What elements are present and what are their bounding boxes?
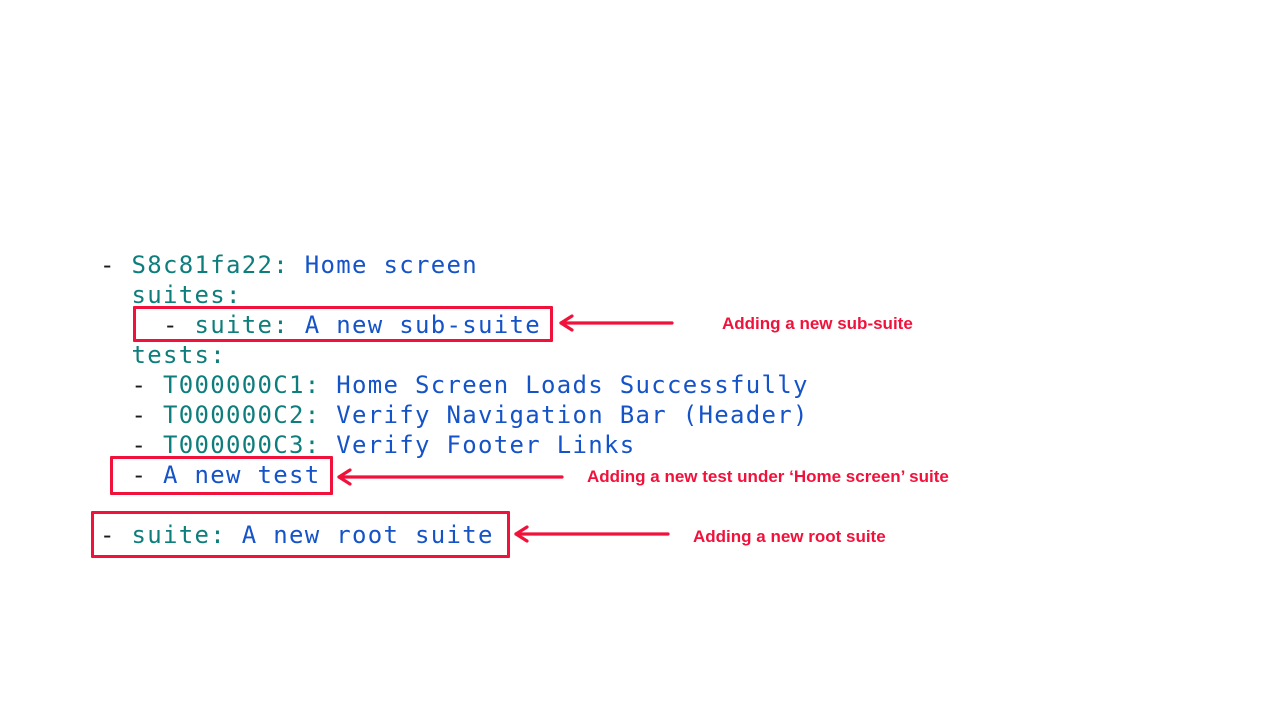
yaml-segment-key: T000000C2: (163, 401, 321, 429)
yaml-segment-key: suites: (131, 281, 242, 309)
yaml-segment-dash: - (100, 401, 163, 429)
yaml-segment-key: T000000C1: (163, 371, 321, 399)
highlight-box-new-test (110, 456, 333, 495)
highlight-box-root-suite (91, 511, 510, 558)
yaml-line: - A new test (100, 460, 809, 490)
yaml-segment-dash: - (100, 521, 132, 549)
yaml-line: - suite: A new root suite (100, 520, 809, 550)
yaml-segment-dash: - (100, 371, 163, 399)
yaml-segment-value: A new test (163, 461, 321, 489)
yaml-segment-dash: - (100, 251, 132, 279)
yaml-segment-key: suite: (131, 521, 226, 549)
annotation-sub-suite: Adding a new sub-suite (722, 314, 913, 333)
yaml-segment-dash: - (100, 461, 163, 489)
yaml-segment-key: T000000C3: (163, 431, 321, 459)
yaml-segment-value: Home Screen Loads Successfully (320, 371, 809, 399)
yaml-segment-key: suite: (194, 311, 289, 339)
yaml-line: - T000000C2: Verify Navigation Bar (Head… (100, 400, 809, 430)
yaml-line: - T000000C1: Home Screen Loads Successfu… (100, 370, 809, 400)
yaml-segment-value: Home screen (289, 251, 478, 279)
yaml-segment-dash (100, 281, 132, 309)
yaml-segment-dash (100, 341, 132, 369)
yaml-segment-key: tests: (131, 341, 226, 369)
left-arrow-icon (514, 525, 670, 543)
yaml-segment-dash: - (100, 311, 195, 339)
yaml-segment-value: Verify Navigation Bar (Header) (320, 401, 809, 429)
highlight-box-sub-suite (133, 306, 553, 342)
yaml-line: suites: (100, 280, 809, 310)
yaml-line: - T000000C3: Verify Footer Links (100, 430, 809, 460)
yaml-line: - S8c81fa22: Home screen (100, 250, 809, 280)
yaml-segment-dash: - (100, 431, 163, 459)
yaml-segment-value: A new sub-suite (289, 311, 541, 339)
yaml-segment-value: A new root suite (226, 521, 494, 549)
yaml-segment-value: Verify Footer Links (320, 431, 636, 459)
left-arrow-icon (337, 468, 564, 486)
yaml-line: tests: (100, 340, 809, 370)
yaml-code-block: - S8c81fa22: Home screen suites: - suite… (100, 250, 809, 550)
left-arrow-icon (559, 314, 674, 332)
yaml-segment-key: S8c81fa22: (131, 251, 289, 279)
annotation-new-test: Adding a new test under ‘Home screen’ su… (587, 467, 949, 486)
yaml-line: - suite: A new sub-suite (100, 310, 809, 340)
annotation-root-suite: Adding a new root suite (693, 527, 886, 546)
